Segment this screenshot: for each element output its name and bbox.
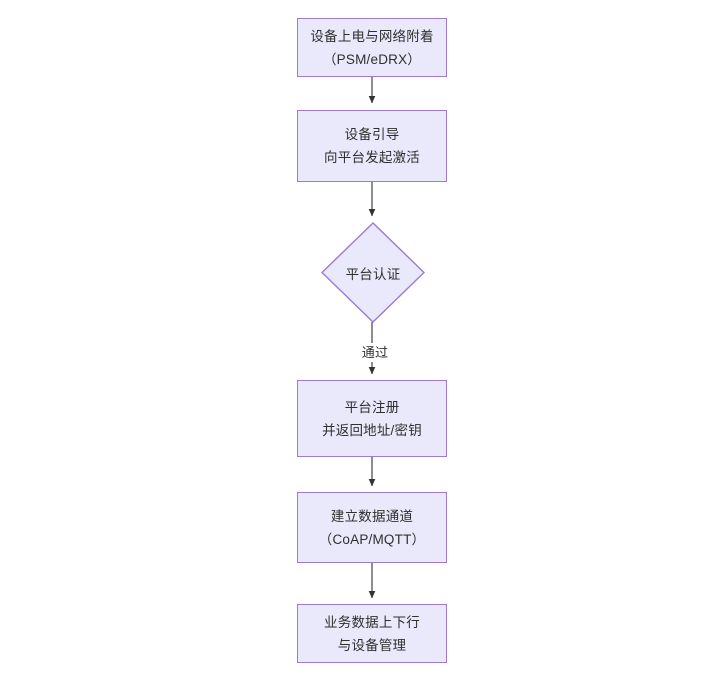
node-line-2: （CoAP/MQTT） bbox=[318, 531, 426, 547]
node-line-1: 业务数据上下行 bbox=[324, 614, 420, 630]
node-establish-data-channel[interactable]: 建立数据通道 （CoAP/MQTT） bbox=[297, 492, 447, 563]
node-platform-register[interactable]: 平台注册 并返回地址/密钥 bbox=[297, 380, 447, 457]
node-line-2: （PSM/eDRX） bbox=[322, 51, 422, 67]
node-line-1: 建立数据通道 bbox=[330, 508, 414, 524]
node-power-on-network-attach[interactable]: 设备上电与网络附着 （PSM/eDRX） bbox=[297, 18, 447, 77]
node-line-2: 与设备管理 bbox=[337, 637, 407, 653]
node-platform-auth-decision[interactable]: 平台认证 bbox=[321, 222, 425, 323]
diamond-shape bbox=[321, 222, 425, 323]
node-line-1: 平台注册 bbox=[344, 399, 400, 415]
diamond-label: 平台认证 bbox=[345, 266, 401, 282]
node-line-1: 设备上电与网络附着 bbox=[310, 28, 434, 44]
edge-label-pass: 通过 bbox=[355, 343, 395, 362]
node-line-2: 向平台发起激活 bbox=[324, 150, 420, 165]
node-line-2: 并返回地址/密钥 bbox=[322, 422, 422, 438]
node-device-bootstrap[interactable]: 设备引导 向平台发起激活 bbox=[297, 110, 447, 182]
node-line-1: 设备引导 bbox=[344, 127, 400, 142]
node-business-data-device-management[interactable]: 业务数据上下行 与设备管理 bbox=[297, 604, 447, 663]
